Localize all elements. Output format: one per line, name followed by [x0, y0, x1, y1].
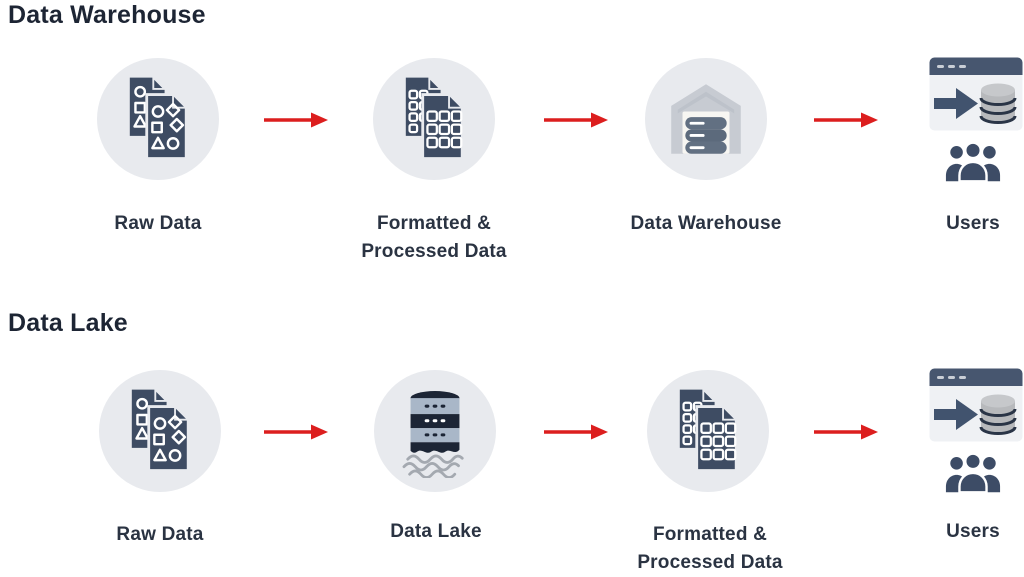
- ingest-arrow-icon: [934, 399, 978, 430]
- flow-arrow: [544, 112, 608, 128]
- users-people-icon: [945, 452, 1001, 493]
- node-formatted-data: [373, 58, 495, 180]
- node-raw-data: [97, 58, 219, 180]
- node-label: Formatted & Processed Data: [361, 213, 507, 262]
- node-label: Raw Data: [114, 213, 202, 234]
- node-raw-data: [99, 370, 221, 492]
- users-browser-database-icon: [929, 368, 1023, 442]
- node-formatted-data: [647, 370, 769, 492]
- raw-data-icon: [131, 387, 191, 472]
- section-title-data-lake: Data Lake: [8, 309, 128, 337]
- node-data-lake: [374, 370, 496, 492]
- raw-data-icon: [129, 75, 189, 160]
- flow-arrow: [264, 424, 328, 440]
- flow-arrow: [814, 424, 878, 440]
- node-label: Data Lake: [390, 521, 482, 542]
- section-title-data-warehouse: Data Warehouse: [8, 1, 206, 29]
- warehouse-icon: [671, 84, 741, 154]
- node-label: Users: [946, 213, 1000, 234]
- database-icon: [979, 394, 1017, 435]
- node-data-warehouse: [645, 58, 767, 180]
- node-label: Users: [946, 521, 1000, 542]
- data-lake-icon: [402, 391, 464, 478]
- users-browser-database-icon: [929, 57, 1023, 131]
- database-icon: [979, 83, 1017, 124]
- ingest-arrow-icon: [934, 88, 978, 119]
- node-label: Formatted & Processed Data: [637, 524, 783, 573]
- water-waves: [402, 454, 464, 478]
- users-people-icon: [945, 141, 1001, 182]
- flow-arrow: [544, 424, 608, 440]
- node-label: Data Warehouse: [630, 213, 782, 234]
- flow-arrow: [814, 112, 878, 128]
- formatted-data-icon: [405, 75, 465, 160]
- flow-arrow: [264, 112, 328, 128]
- formatted-data-icon: [679, 387, 739, 472]
- node-label: Raw Data: [116, 524, 204, 545]
